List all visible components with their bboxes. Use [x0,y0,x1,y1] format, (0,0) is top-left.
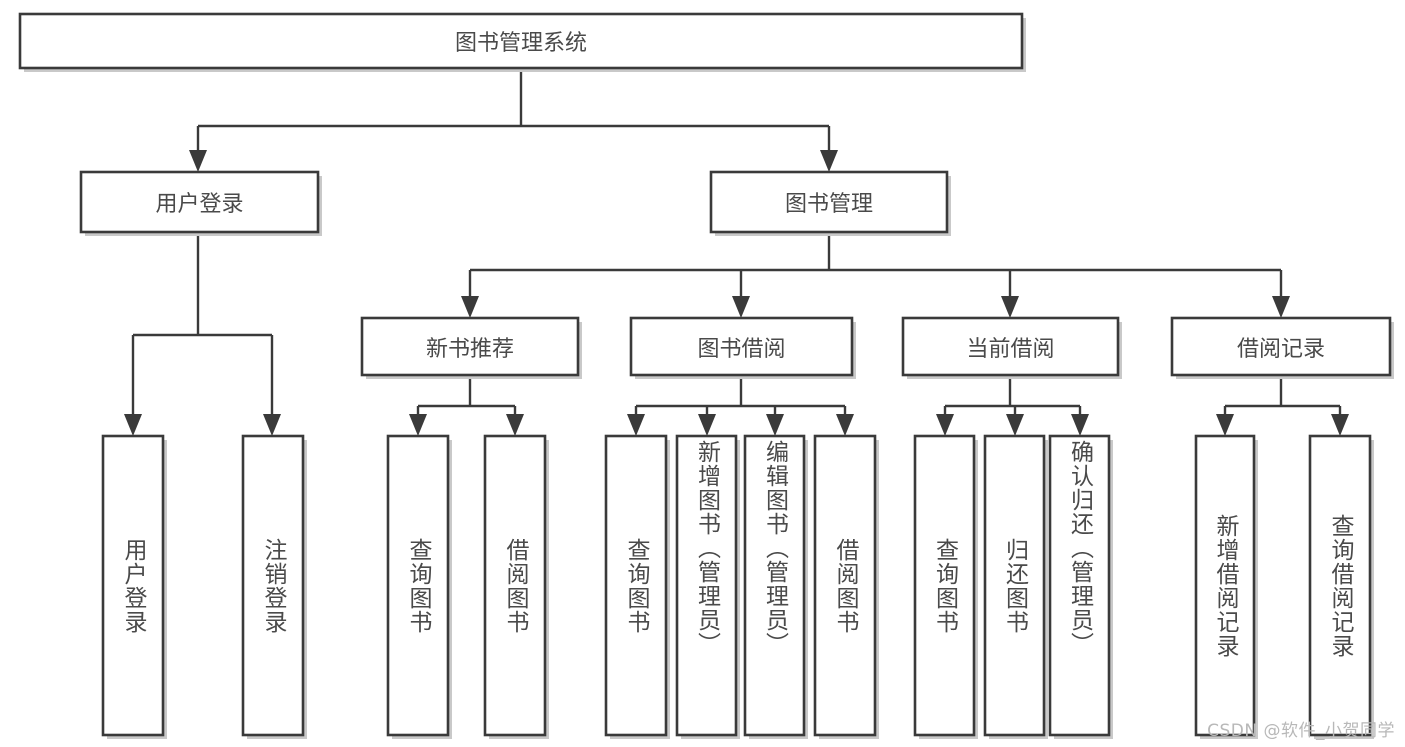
node-box-leaf-confirm-return[interactable] [1048,434,1111,737]
arrowhead-leaf-query-book-2 [627,414,645,436]
node-box-new-book-recommend[interactable] [360,316,580,377]
node-box-current-borrow[interactable] [901,316,1120,377]
node-box-leaf-logout[interactable] [241,434,305,737]
node-box-book-management[interactable] [709,170,949,234]
node-box-leaf-query-book-3[interactable] [913,434,976,737]
arrowhead-leaf-add-record [1216,414,1234,436]
node-box-leaf-query-book-1[interactable] [386,434,450,737]
node-box-leaf-borrow-book-1[interactable] [483,434,547,737]
node-box-user-login[interactable] [79,170,320,234]
arrowhead-userlogin [189,150,207,172]
arrowhead-leaf-borrow-book-1 [506,414,524,436]
node-box-leaf-return-book[interactable] [983,434,1046,737]
arrowhead-leaf-query-book-1 [409,414,427,436]
node-box-leaf-user-login[interactable] [101,434,165,737]
arrowhead-leaf-logout [263,414,281,436]
node-box-leaf-query-record[interactable] [1308,434,1372,737]
arrowhead-currentborrow [1001,296,1019,318]
node-box-borrow-record[interactable] [1170,316,1392,377]
arrowhead-bookmgmt [820,150,838,172]
arrowhead-bookborrow [732,296,750,318]
edges-group [124,68,1349,436]
arrowhead-leaf-borrow-book-2 [836,414,854,436]
arrowhead-newbook [461,296,479,318]
arrowhead-leaf-return-book [1006,414,1024,436]
node-box-leaf-borrow-book-2[interactable] [813,434,877,737]
node-box-book-borrow[interactable] [629,316,854,377]
node-box-leaf-add-book[interactable] [675,434,738,737]
node-box-root[interactable] [18,12,1024,70]
arrowhead-borrowrecord [1272,296,1290,318]
arrowhead-leaf-user-login [124,414,142,436]
arrowhead-leaf-confirm-return [1071,414,1089,436]
node-box-leaf-edit-book[interactable] [743,434,806,737]
nodes-group [18,12,1394,739]
node-box-leaf-query-book-2[interactable] [604,434,668,737]
arrowhead-leaf-query-book-3 [936,414,954,436]
node-box-leaf-add-record[interactable] [1194,434,1256,737]
watermark-text: CSDN @软件_小贺同学 [1207,721,1395,741]
arrowhead-leaf-add-book [698,414,716,436]
arrowhead-leaf-edit-book [766,414,784,436]
arrowhead-leaf-query-record [1331,414,1349,436]
